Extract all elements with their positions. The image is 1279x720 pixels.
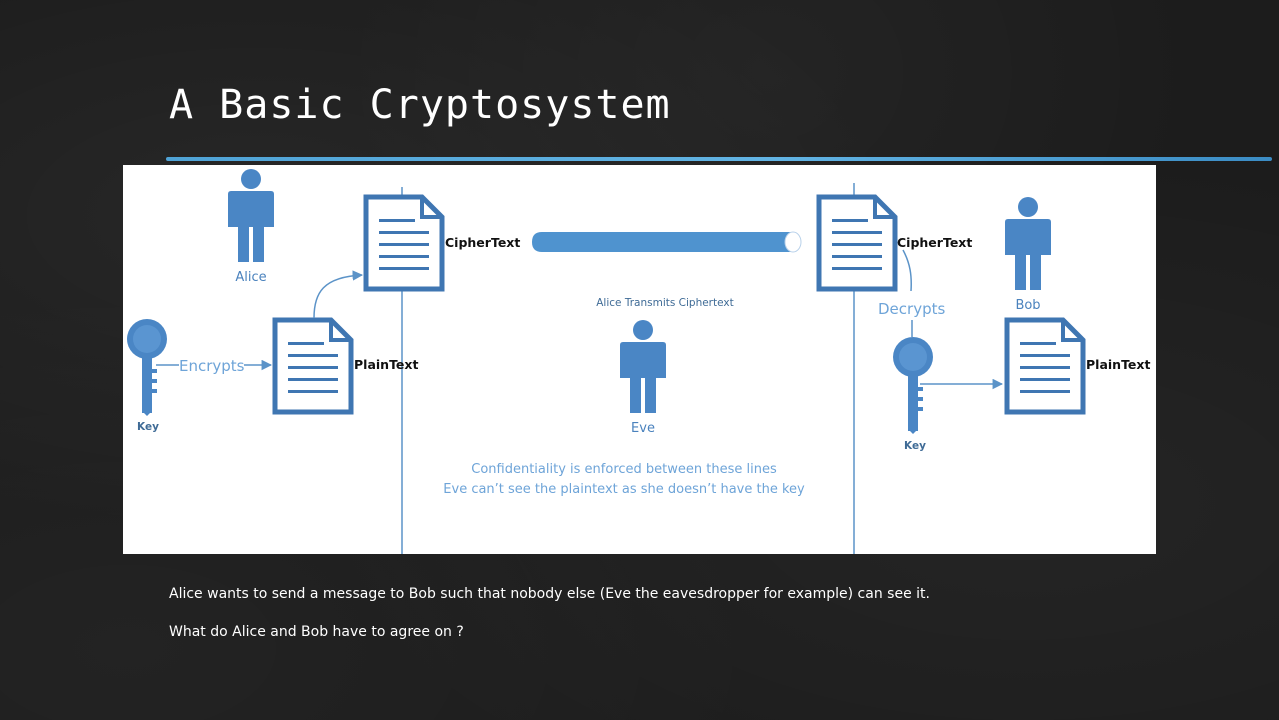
right-plaintext-document-icon — [1007, 320, 1083, 412]
right-key-label: Key — [904, 440, 926, 452]
eve-person-icon — [620, 320, 666, 413]
body-text-line-1: Alice wants to send a message to Bob suc… — [169, 586, 930, 602]
cryptosystem-diagram: Alice CipherText Key Encrypts PlainText … — [123, 165, 1156, 554]
body-text-line-2: What do Alice and Bob have to agree on ? — [169, 624, 464, 640]
bob-label: Bob — [1015, 298, 1040, 313]
alice-label: Alice — [235, 270, 266, 285]
bob-person-icon — [1005, 197, 1051, 290]
right-plaintext-label: PlainText — [1086, 357, 1150, 372]
encrypts-label: Encrypts — [179, 357, 245, 375]
left-ciphertext-label: CipherText — [445, 235, 520, 250]
decrypts-label: Decrypts — [878, 300, 945, 318]
diagram-canvas: Alice CipherText Key Encrypts PlainText … — [127, 169, 1150, 554]
ciphertext-to-decrypt-connector — [902, 249, 912, 292]
confidentiality-note-line-2: Eve can’t see the plaintext as she doesn… — [443, 482, 805, 497]
alice-person-icon — [228, 169, 274, 262]
confidentiality-note-line-1: Confidentiality is enforced between thes… — [471, 462, 777, 477]
right-ciphertext-document-icon — [819, 197, 895, 289]
left-plaintext-document-icon — [275, 320, 351, 412]
transmission-pipe-icon — [532, 232, 799, 252]
slide-title: A Basic Cryptosystem — [169, 82, 671, 128]
left-key-icon — [127, 319, 167, 416]
left-ciphertext-document-icon — [366, 197, 442, 289]
title-underline — [166, 157, 1272, 161]
transmit-label: Alice Transmits Ciphertext — [596, 297, 733, 309]
right-key-icon — [893, 337, 933, 434]
eve-label: Eve — [631, 421, 655, 436]
left-plaintext-label: PlainText — [354, 357, 418, 372]
plaintext-to-ciphertext-arrow — [313, 270, 364, 319]
left-key-label: Key — [137, 421, 159, 433]
right-ciphertext-label: CipherText — [897, 235, 972, 250]
